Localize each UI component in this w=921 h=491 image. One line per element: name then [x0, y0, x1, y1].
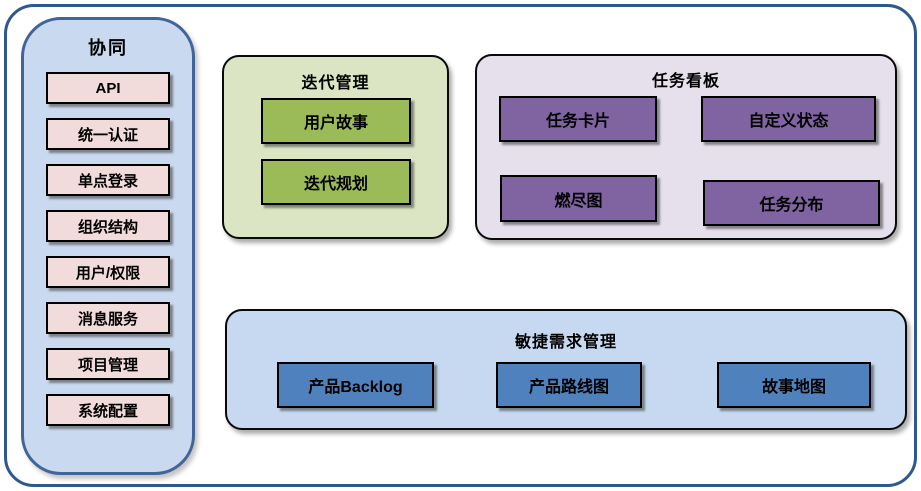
block-iteration-planning: 迭代规划 — [261, 159, 411, 205]
block-product-backlog: 产品Backlog — [277, 362, 434, 408]
collaboration-item-list: API 统一认证 单点登录 组织结构 用户/权限 消息服务 项目管理 系统配置 — [24, 72, 192, 426]
block-burndown-chart: 燃尽图 — [500, 175, 657, 222]
agile-group-title: 敏捷需求管理 — [514, 334, 617, 351]
diagram-outer-frame: 协同 API 统一认证 单点登录 组织结构 用户/权限 消息服务 项目管理 系统… — [4, 4, 917, 487]
iteration-management-group: 迭代管理 用户故事 迭代规划 — [222, 55, 449, 239]
sidebar-item-org-structure: 组织结构 — [46, 210, 170, 242]
collaboration-panel: 协同 API 统一认证 单点登录 组织结构 用户/权限 消息服务 项目管理 系统… — [21, 17, 195, 475]
sidebar-item-api: API — [46, 72, 170, 104]
block-user-story: 用户故事 — [261, 98, 411, 144]
sidebar-item-sso: 单点登录 — [46, 164, 170, 196]
block-story-map: 故事地图 — [717, 362, 871, 408]
sidebar-item-project-mgmt: 项目管理 — [46, 348, 170, 380]
kanban-group-title: 任务看板 — [651, 73, 720, 90]
collaboration-panel-title: 协同 — [88, 38, 128, 58]
sidebar-item-message-service: 消息服务 — [46, 302, 170, 334]
task-kanban-group: 任务看板 任务卡片 自定义状态 燃尽图 任务分布 — [475, 54, 897, 240]
iteration-group-title: 迭代管理 — [301, 75, 370, 92]
block-task-distribution: 任务分布 — [703, 180, 880, 226]
sidebar-item-unified-auth: 统一认证 — [46, 118, 170, 150]
sidebar-item-user-permission: 用户/权限 — [46, 256, 170, 288]
block-task-card: 任务卡片 — [499, 96, 657, 142]
sidebar-item-system-config: 系统配置 — [46, 394, 170, 426]
block-product-roadmap: 产品路线图 — [496, 362, 642, 408]
agile-requirements-group: 敏捷需求管理 产品Backlog 产品路线图 故事地图 — [225, 309, 907, 430]
block-custom-status: 自定义状态 — [701, 96, 876, 142]
